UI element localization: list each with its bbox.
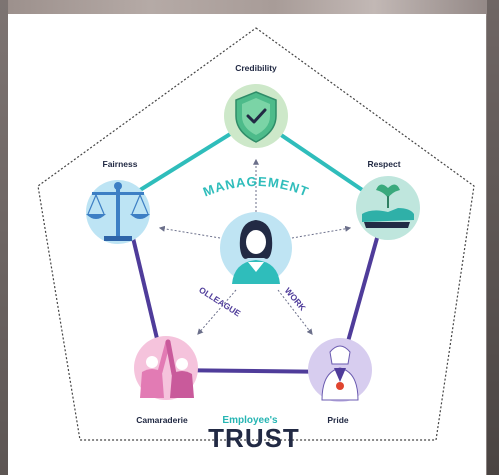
label-credibility: Credibility <box>235 63 277 73</box>
arrow-to-respect <box>291 225 352 239</box>
photo-background-left <box>0 0 8 475</box>
node-credibility <box>224 84 288 148</box>
node-fairness <box>86 180 150 244</box>
label-pride: Pride <box>327 415 349 425</box>
label-fairness: Fairness <box>103 159 138 169</box>
person-icon <box>232 220 280 284</box>
label-trust: TRUST <box>208 423 300 453</box>
arrow-to-camaraderie <box>197 289 237 335</box>
node-center-person <box>220 212 292 284</box>
label-work: WORK <box>283 286 309 314</box>
medal-person-icon <box>321 345 359 401</box>
node-camaraderie <box>134 336 198 400</box>
label-camaraderie: Camaraderie <box>136 415 188 425</box>
node-respect <box>356 176 420 240</box>
arrow-to-fairness <box>158 225 221 239</box>
handshake-plant-icon <box>362 184 414 228</box>
high-five-icon <box>140 339 194 398</box>
outer-pentagon <box>37 27 475 441</box>
shield-check-icon <box>235 91 277 143</box>
node-pride <box>308 338 372 402</box>
photo-background-top <box>0 0 499 16</box>
photo-background-right <box>487 0 499 475</box>
scales-icon <box>86 182 150 241</box>
label-employees: Employee's <box>222 415 278 426</box>
arrow-to-pride <box>277 289 313 335</box>
label-respect: Respect <box>367 159 400 169</box>
